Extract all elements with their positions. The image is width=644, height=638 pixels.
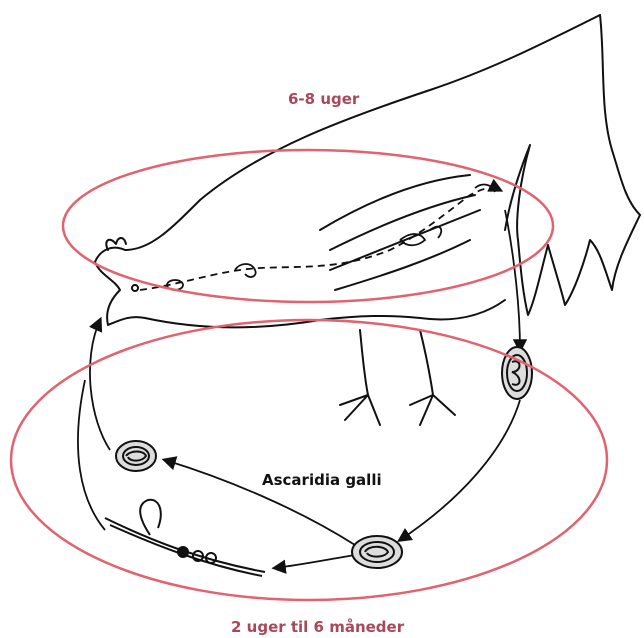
environment-phase-label: 2 uger til 6 måneder: [231, 618, 404, 636]
adult-worm-icon: [105, 500, 265, 576]
host-phase-label: 6-8 uger: [288, 90, 359, 108]
internal-migration-path: [140, 185, 500, 290]
chicken-line-drawing-icon: [95, 15, 640, 425]
organism-label: Ascaridia galli: [262, 471, 382, 489]
egg-icon: [352, 536, 402, 568]
external-cycle-path: [78, 210, 520, 568]
infective-egg-icon: [116, 441, 156, 471]
host-phase-ellipse: [63, 150, 553, 302]
